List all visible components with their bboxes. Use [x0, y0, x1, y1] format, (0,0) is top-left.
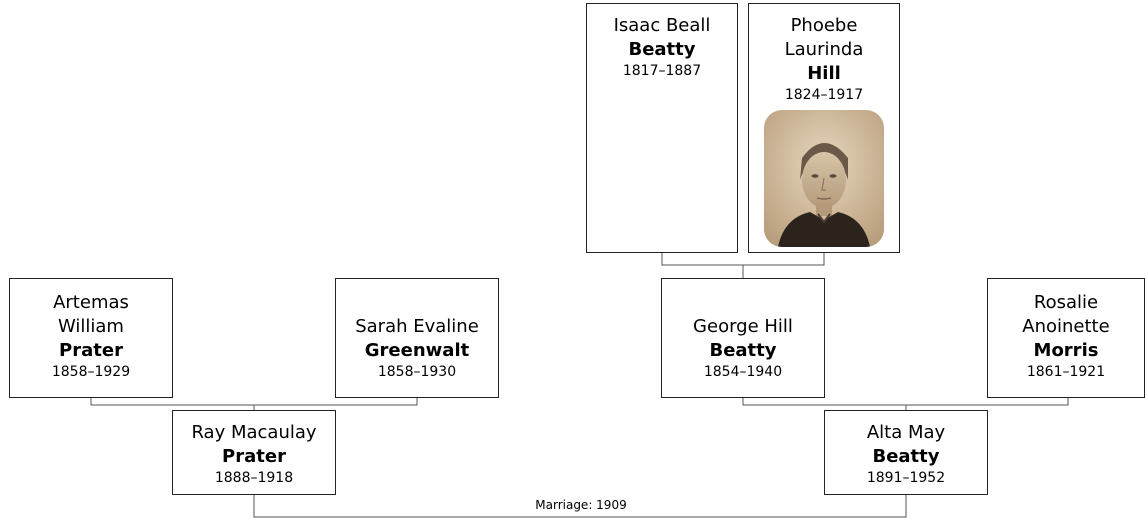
person-card-george[interactable]: George Hill Beatty 1854–1940 — [661, 278, 825, 398]
person-card-rosalie[interactable]: Rosalie Anoinette Morris 1861–1921 — [987, 278, 1145, 398]
given-name: Phoebe Laurinda — [784, 15, 864, 60]
surname: Hill — [807, 63, 841, 84]
person-card-artemas[interactable]: Artemas William Prater 1858–1929 — [9, 278, 173, 398]
surname: Greenwalt — [364, 340, 470, 361]
life-years: 1817–1887 — [622, 63, 702, 79]
marriage-label: Marriage: 1909 — [529, 498, 633, 512]
life-years: 1824–1917 — [784, 87, 864, 103]
surname: Prater — [222, 446, 286, 467]
life-years: 1861–1921 — [1026, 364, 1106, 380]
person-card-ray[interactable]: Ray Macaulay Prater 1888–1918 — [172, 410, 336, 495]
connector-marriage — [253, 495, 907, 518]
person-card-isaac[interactable]: Isaac Beall Beatty 1817–1887 — [586, 3, 738, 253]
given-name: Artemas William — [53, 292, 129, 337]
given-name: Alta May — [866, 422, 946, 443]
connector-isaac-phoebe — [661, 252, 825, 266]
person-card-phoebe[interactable]: Phoebe Laurinda Hill 1824–1917 — [748, 3, 900, 253]
life-years: 1854–1940 — [703, 364, 783, 380]
marriage-label-container: Marriage: 1909 — [255, 498, 907, 512]
given-name: Sarah Evaline — [355, 316, 479, 337]
person-card-sarah[interactable]: Sarah Evaline Greenwalt 1858–1930 — [335, 278, 499, 398]
surname: Prater — [59, 340, 123, 361]
surname: Morris — [1033, 340, 1099, 361]
given-name: Rosalie Anoinette — [1022, 292, 1110, 337]
given-name: Isaac Beall — [613, 15, 711, 36]
life-years: 1858–1930 — [377, 364, 457, 380]
surname: Beatty — [709, 340, 777, 361]
surname: Beatty — [628, 39, 696, 60]
portrait-photo — [764, 110, 884, 247]
life-years: 1888–1918 — [214, 470, 294, 486]
given-name: George Hill — [693, 316, 793, 337]
life-years: 1858–1929 — [51, 364, 131, 380]
given-name: Ray Macaulay — [191, 422, 317, 443]
person-card-alta[interactable]: Alta May Beatty 1891–1952 — [824, 410, 988, 495]
surname: Beatty — [872, 446, 940, 467]
connector-george-rosalie — [742, 398, 1069, 406]
connector-artemas-sarah — [90, 398, 418, 406]
life-years: 1891–1952 — [866, 470, 946, 486]
